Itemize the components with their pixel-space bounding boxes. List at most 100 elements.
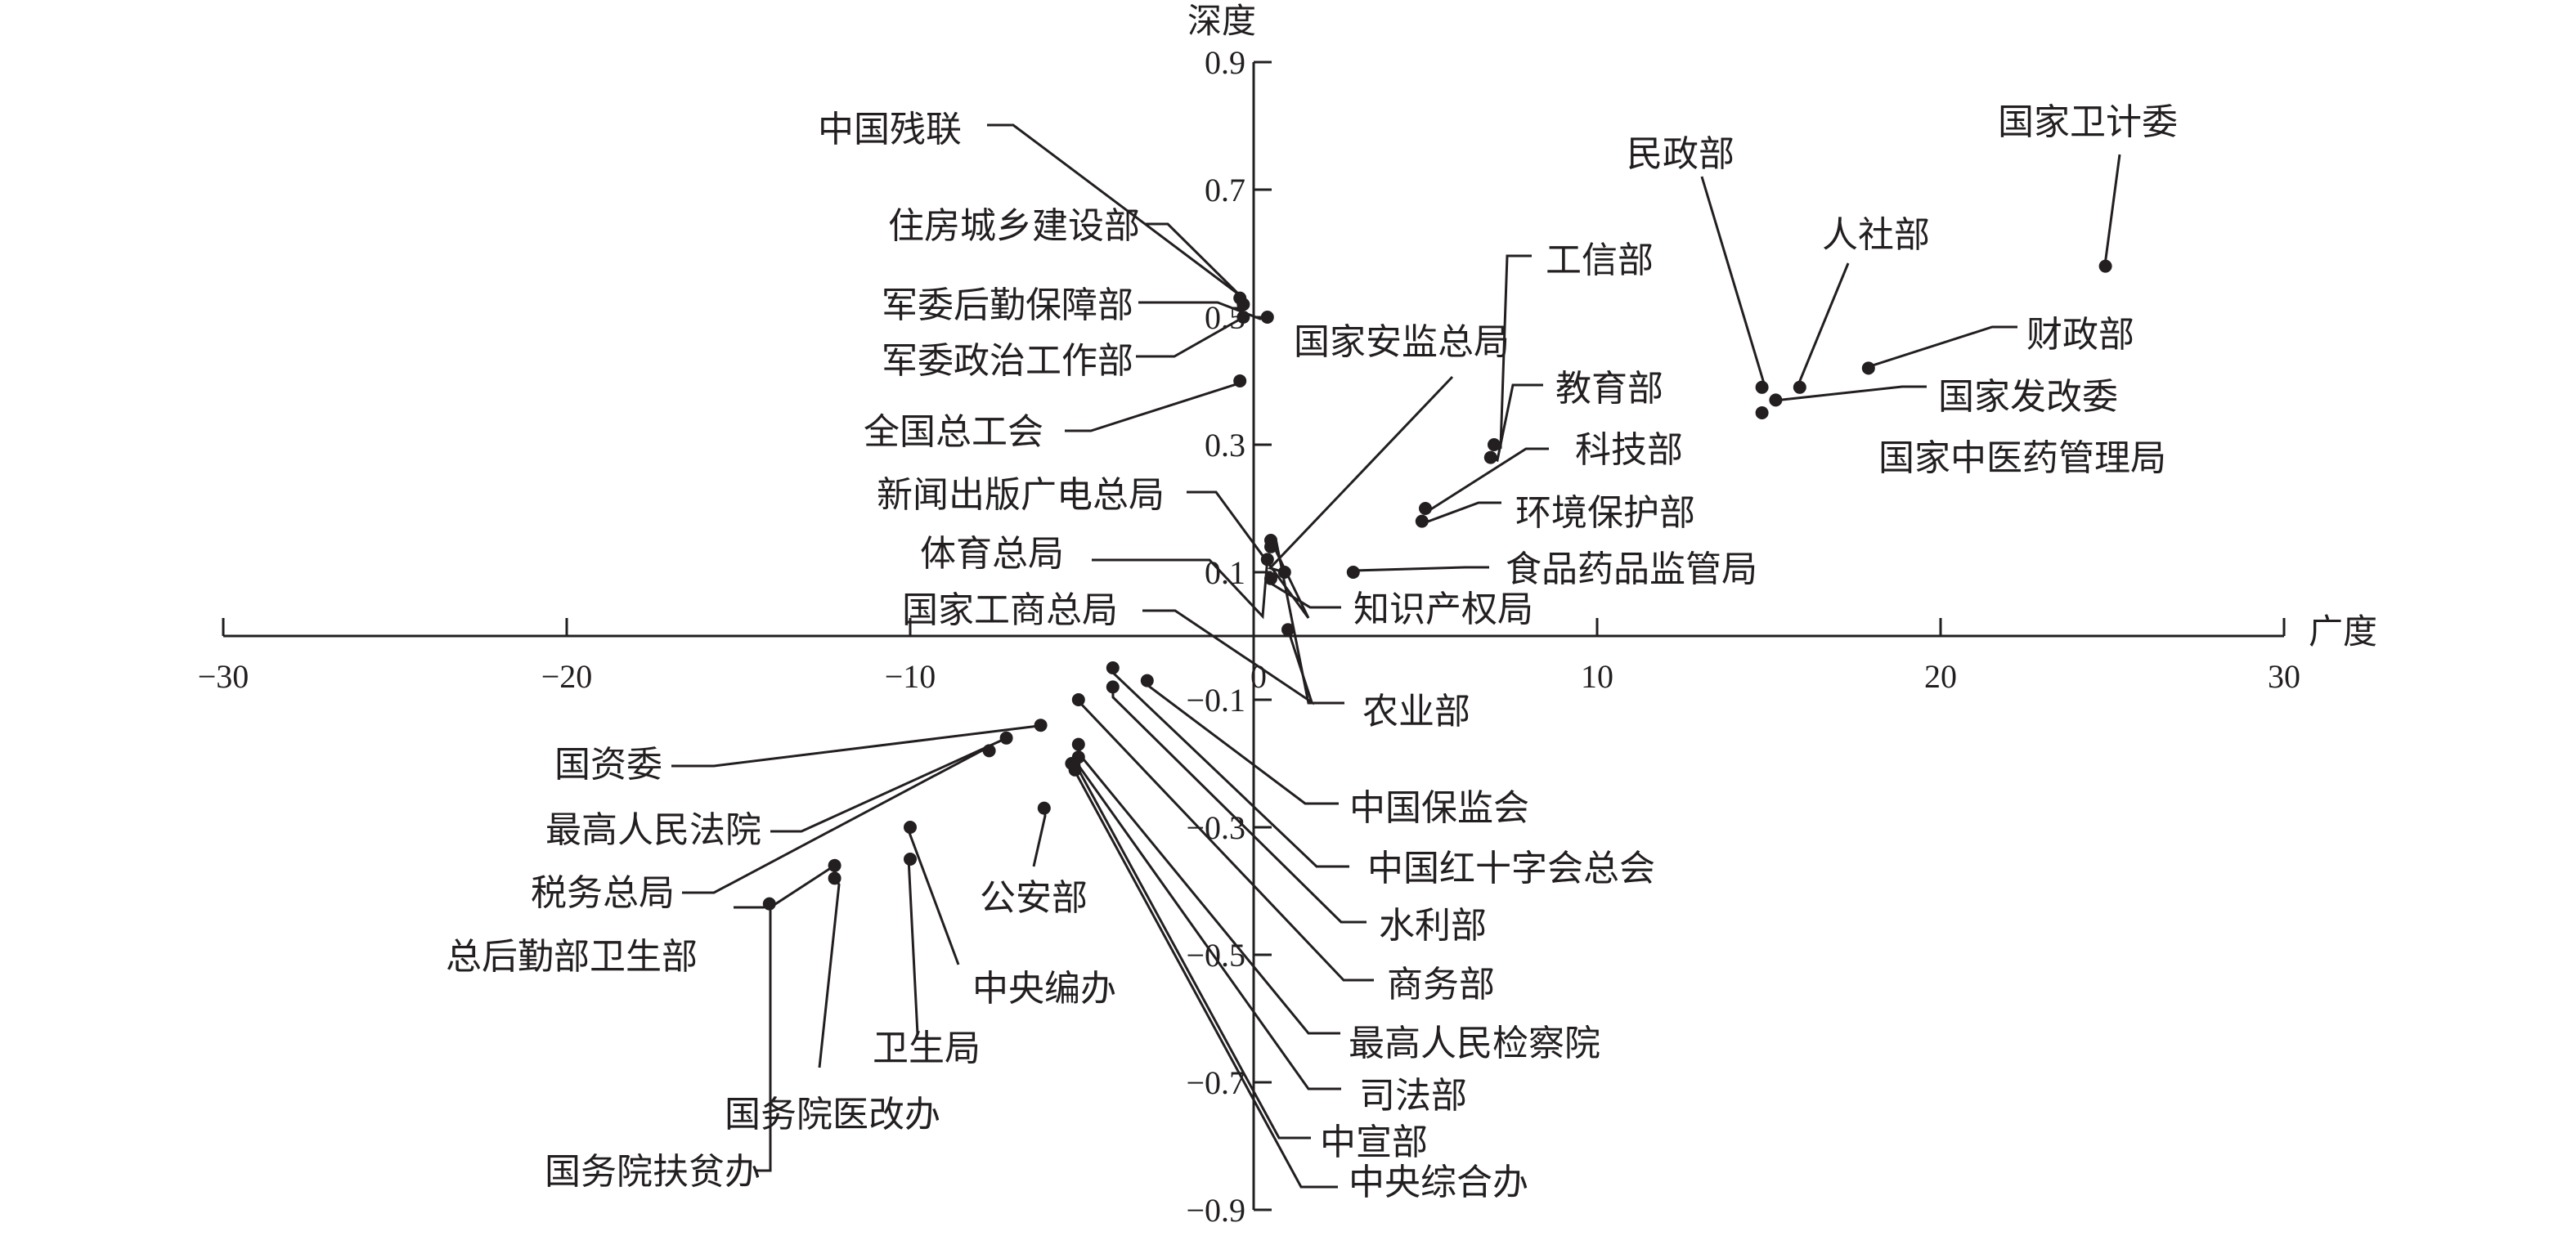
- x-tick-label: −10: [885, 658, 936, 695]
- data-point: [828, 858, 841, 872]
- point-label: 总后勤部卫生部: [446, 936, 698, 978]
- leader-line: [1032, 808, 1047, 867]
- x-tick-label: 30: [2268, 658, 2300, 695]
- point-label: 公安部: [980, 877, 1088, 919]
- data-point: [999, 731, 1013, 745]
- point-label: 知识产权局: [1353, 589, 1533, 630]
- data-point: [904, 821, 917, 834]
- data-point: [1755, 380, 1769, 394]
- point-label: 住房城乡建设部: [888, 205, 1140, 247]
- data-point: [762, 897, 776, 911]
- leader-line: [2103, 154, 2121, 267]
- point-label: 水利部: [1379, 905, 1487, 947]
- data-point: [1260, 311, 1274, 324]
- y-tick-label: −0.7: [1186, 1064, 1245, 1101]
- data-point: [1415, 514, 1429, 528]
- point-label: 中国红十字会总会: [1367, 848, 1655, 889]
- data-point: [828, 871, 841, 885]
- data-point: [1071, 737, 1085, 751]
- point-label: 科技部: [1575, 429, 1683, 471]
- point-label: 农业部: [1362, 691, 1470, 732]
- leader-line: [1065, 379, 1244, 432]
- point-label: 中宣部: [1320, 1122, 1428, 1163]
- data-point: [1034, 719, 1048, 732]
- y-tick-label: −0.9: [1186, 1192, 1245, 1229]
- point-label: 全国总工会: [864, 411, 1043, 453]
- leader-line: [907, 856, 919, 1035]
- point-label: 国家发改委: [1938, 376, 2118, 418]
- data-point: [1236, 298, 1250, 311]
- leader-line: [1700, 176, 1766, 388]
- data-point: [1264, 571, 1277, 585]
- point-label: 人社部: [1822, 214, 1930, 256]
- leader-line: [1268, 375, 1454, 574]
- point-label: 新闻出版广电总局: [877, 474, 1165, 516]
- leader-line: [818, 877, 841, 1068]
- data-point: [2098, 259, 2112, 273]
- x-ticks: −30 −20 −10 0 10 20 30: [198, 618, 2300, 695]
- y-tick-label: −0.5: [1186, 937, 1245, 974]
- point-label: 国务院扶贫办: [545, 1151, 761, 1193]
- leader-line: [1867, 325, 2017, 369]
- data-point: [1260, 553, 1274, 566]
- point-label: 中央编办: [972, 968, 1116, 1010]
- point-label: 卫生局: [873, 1028, 981, 1069]
- x-tick-label: 10: [1581, 658, 1613, 695]
- point-label: 中央综合办: [1349, 1162, 1528, 1203]
- data-point: [1793, 380, 1806, 394]
- x-tick-label: −20: [541, 658, 593, 695]
- x-tick-label: −30: [198, 658, 249, 695]
- data-point: [1106, 680, 1120, 694]
- point-label: 国家工商总局: [902, 589, 1118, 631]
- data-point: [1037, 801, 1051, 815]
- data-point: [1488, 438, 1501, 451]
- data-point: [982, 744, 996, 758]
- leader-line: [1092, 558, 1269, 620]
- y-tick-label: 0.3: [1205, 427, 1245, 464]
- y-ticks: 0.90.70.50.30.1−0.1−0.3−0.5−0.7−0.9: [1186, 44, 1272, 1229]
- data-point: [1233, 374, 1247, 387]
- y-tick-label: 0.9: [1205, 44, 1245, 81]
- point-label: 食品药品监管局: [1506, 549, 1757, 590]
- data-point: [1769, 393, 1783, 407]
- data-point: [1861, 361, 1875, 375]
- data-point: [1071, 693, 1085, 706]
- data-point: [1236, 311, 1250, 324]
- point-label: 环境保护部: [1515, 492, 1695, 534]
- leader-line: [770, 737, 1008, 833]
- point-label: 商务部: [1387, 964, 1495, 1005]
- data-point: [1106, 661, 1120, 674]
- data-point: [904, 853, 917, 866]
- x-axis-title: 广度: [2309, 611, 2377, 652]
- point-label: 税务总局: [531, 872, 675, 914]
- point-label: 民政部: [1627, 133, 1735, 175]
- point-labels: 中国残联住房城乡建设部军委后勤保障部军委政治工作部全国总工会新闻出版广电总局体育…: [446, 101, 2178, 1203]
- leader-line: [1795, 262, 1850, 389]
- data-point: [1264, 540, 1277, 553]
- data-point: [1419, 502, 1432, 515]
- leader-line: [1077, 757, 1341, 1090]
- leader-line: [1268, 578, 1341, 609]
- point-label: 教育部: [1555, 368, 1663, 410]
- data-point: [1068, 763, 1082, 777]
- point-label: 军委政治工作部: [882, 340, 1133, 382]
- point-label: 国资委: [554, 744, 662, 786]
- data-point: [1281, 623, 1295, 637]
- point-label: 最高人民检察院: [1349, 1023, 1600, 1064]
- leader-line: [1352, 566, 1489, 573]
- point-label: 国家卫计委: [1998, 101, 2178, 143]
- leader-line: [1187, 490, 1310, 619]
- leader-line: [907, 826, 960, 965]
- data-points: [762, 259, 2112, 911]
- point-label: 工信部: [1546, 240, 1654, 281]
- data-point: [1277, 566, 1291, 579]
- x-tick-label: 20: [1924, 658, 1957, 695]
- point-label: 中国保监会: [1349, 787, 1529, 829]
- leader-line: [1077, 744, 1340, 1035]
- point-label: 国家安监总局: [1294, 321, 1510, 363]
- data-point: [1483, 450, 1497, 464]
- y-axis-title: 深度: [1187, 1, 1256, 41]
- x-tick-label: 0: [1250, 658, 1267, 695]
- point-label: 国家中医药管理局: [1878, 437, 2166, 479]
- point-label: 国务院医改办: [725, 1094, 940, 1135]
